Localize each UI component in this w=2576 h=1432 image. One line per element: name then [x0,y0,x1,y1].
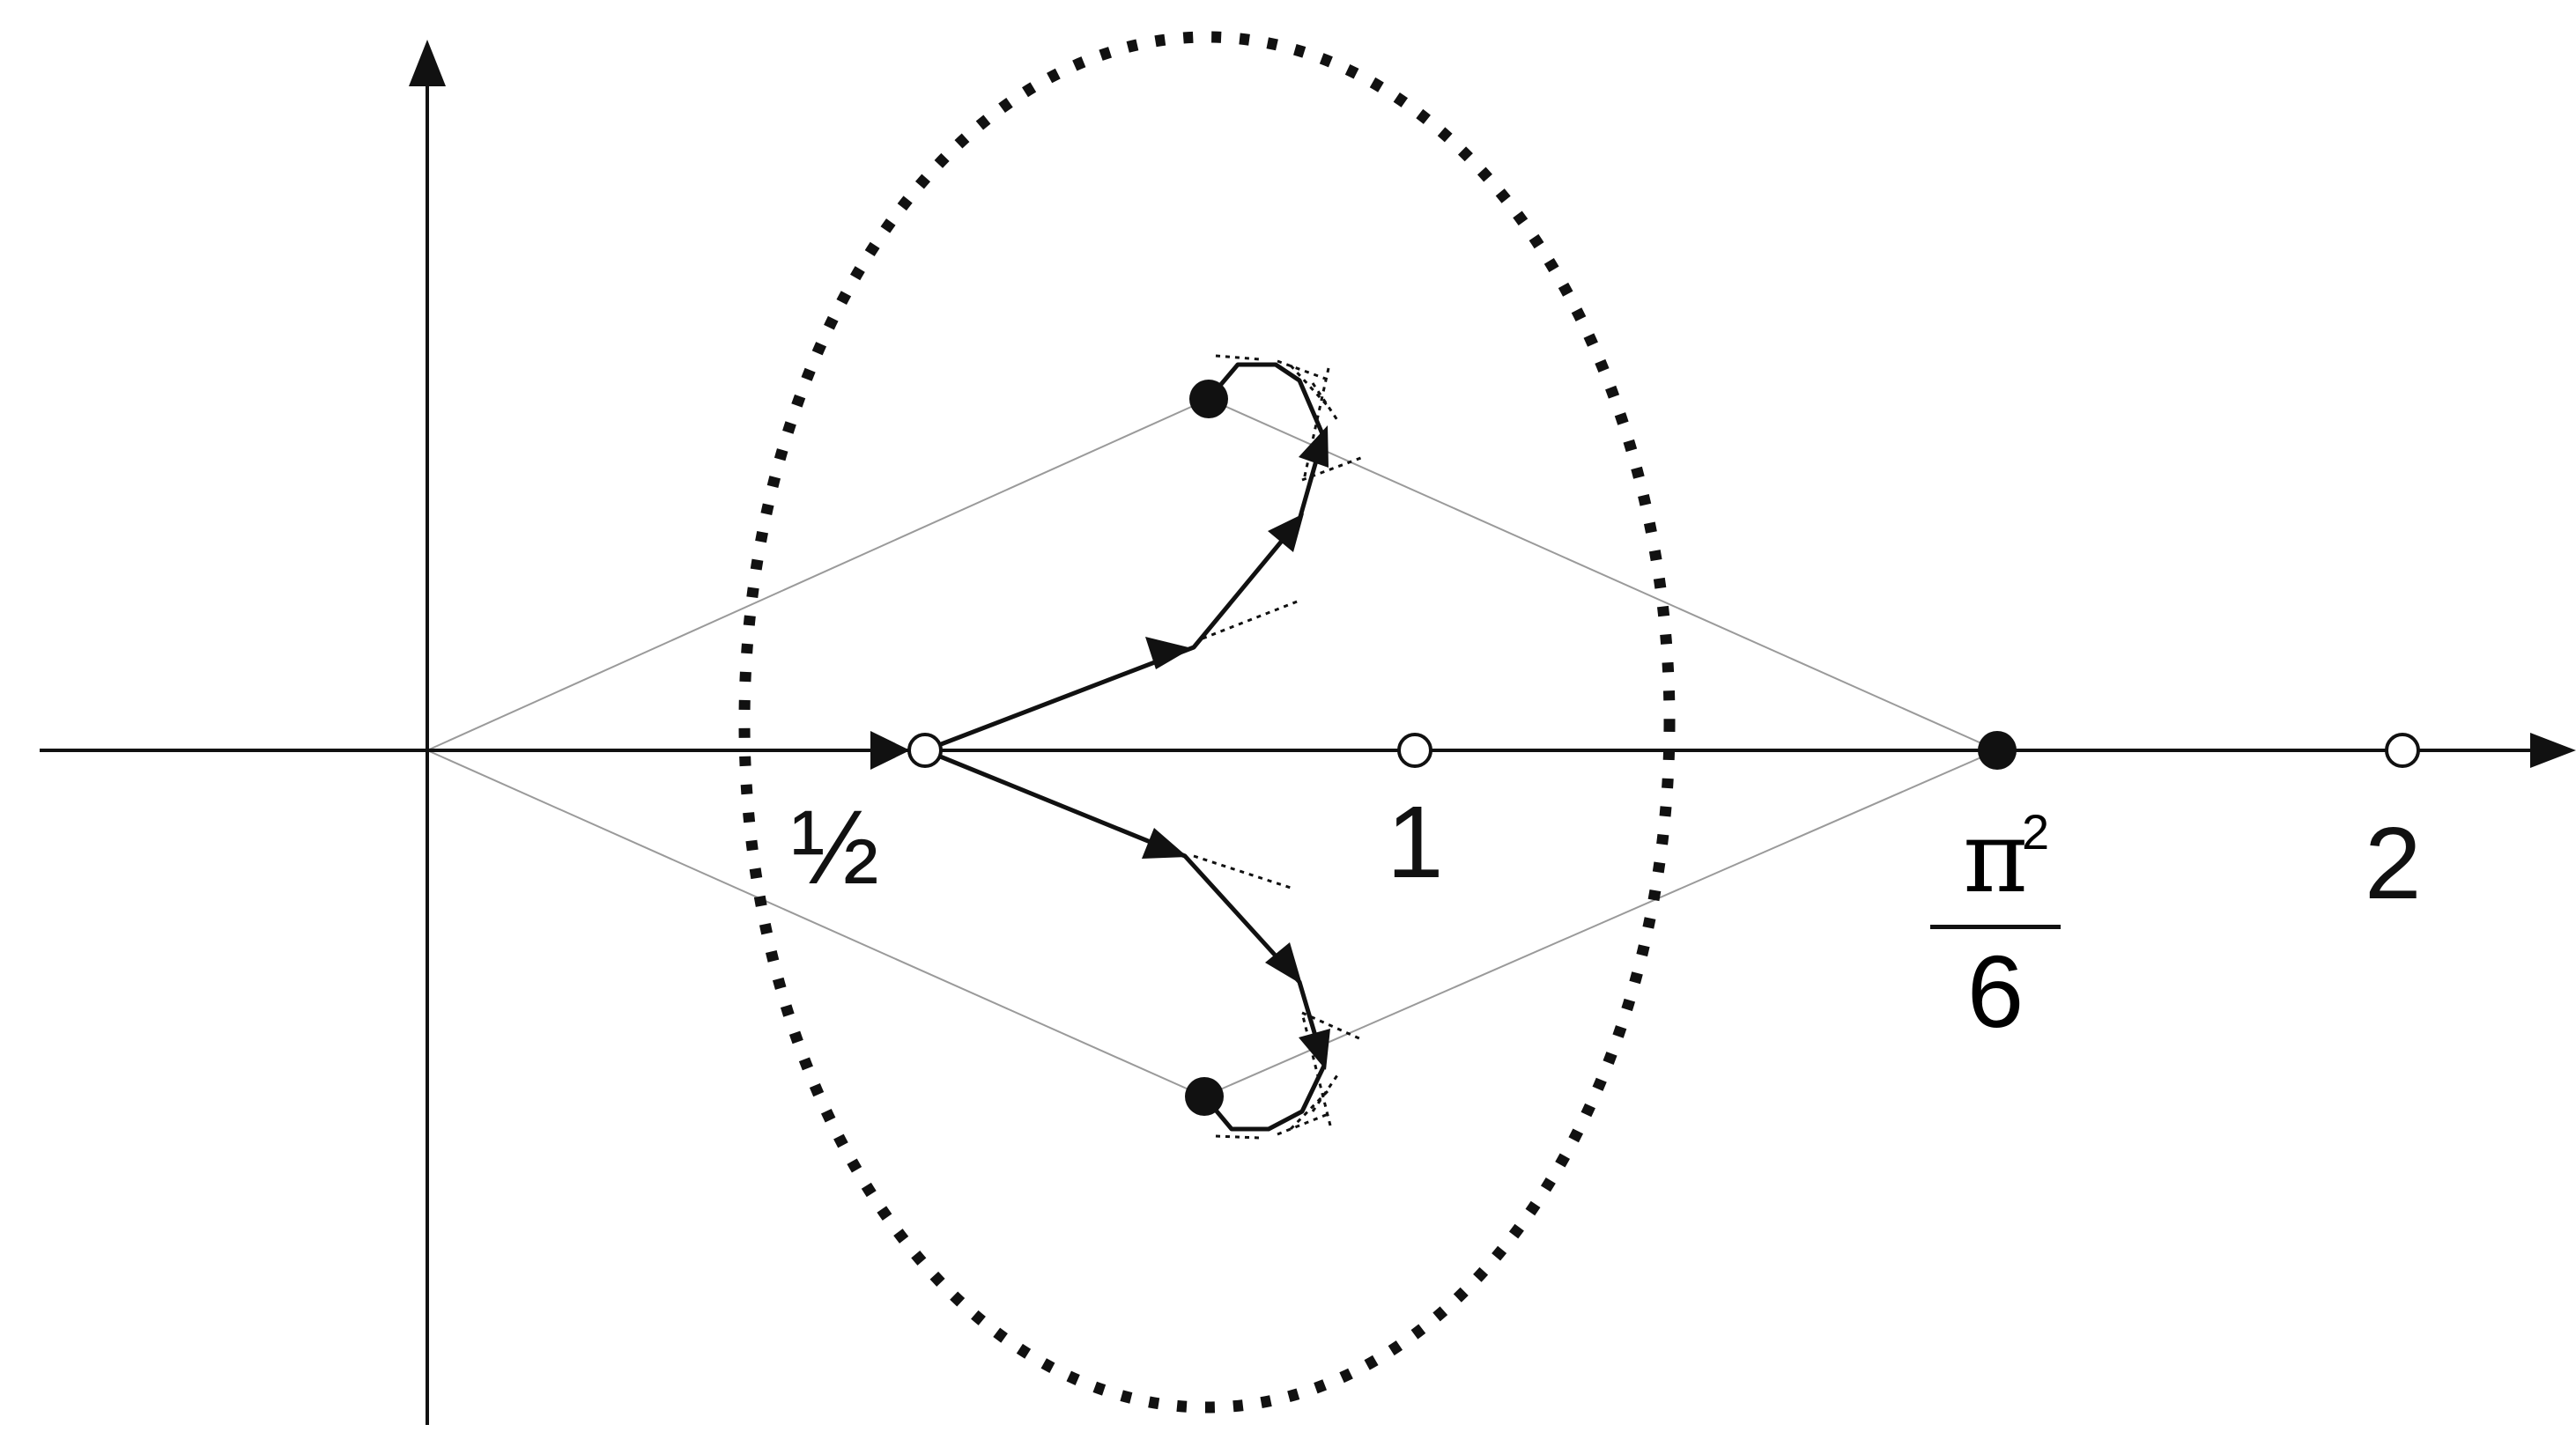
label-pi-exponent: 2 [2022,804,2050,860]
guide-line-target-lower [1203,749,1998,1097]
label-half: ½ [791,788,880,906]
point-half [907,733,943,768]
y-axis-arrowhead [409,40,446,86]
upper-endpoint [1189,380,1228,418]
guide-line-origin-upper [426,398,1210,751]
x-axis-arrowhead [2530,733,2576,768]
axis-arrow-to-half [870,731,910,770]
point-one [1397,733,1432,768]
label-one: 1 [1387,785,1444,899]
lower-path [924,748,1327,1132]
guide-line-target-upper [1208,398,1998,751]
label-pi: π [1963,801,2028,915]
label-two: 2 [2365,806,2422,920]
point-pi-squared-over-six [1978,731,2017,770]
upper-path-arrowheads [1145,425,1329,669]
point-two [2385,733,2420,768]
lower-path-arrowheads [1142,828,1330,1070]
label-six: 6 [1966,934,2025,1049]
tangent-lines [1193,354,1366,1140]
fraction-bar [1930,925,2061,929]
guide-line-origin-lower [426,749,1205,1097]
guide-lines [426,398,1998,1097]
upper-path [924,362,1326,753]
dotted-ellipse [738,31,1676,1414]
label-pi-squared-over-six: π 2 6 [1925,801,2066,1043]
lower-endpoint [1185,1077,1224,1116]
